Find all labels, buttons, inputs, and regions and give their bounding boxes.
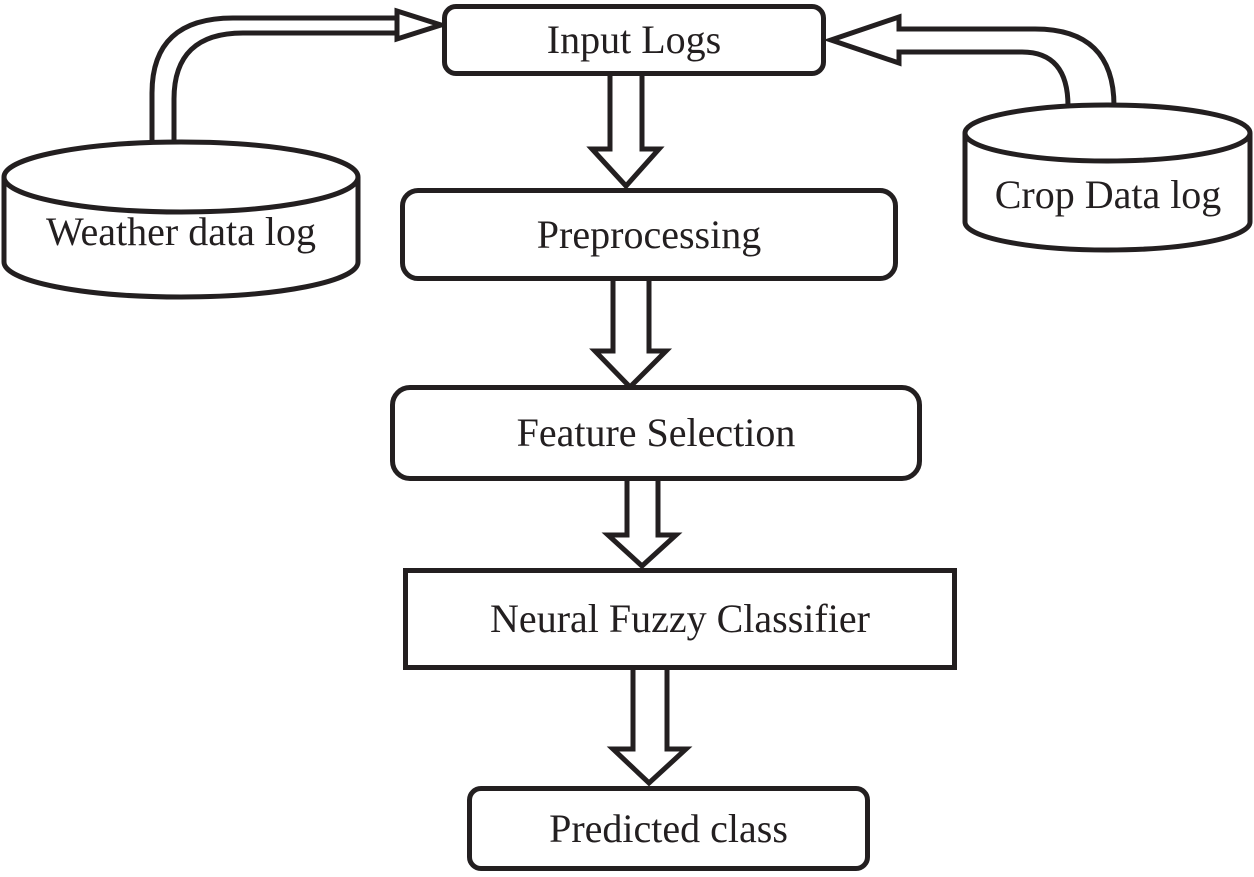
weather-database-cylinder — [1, 139, 361, 300]
down-arrow-icon — [586, 69, 665, 190]
down-arrow-icon — [606, 663, 693, 787]
node-crop-log-label: Crop Data log — [994, 172, 1222, 217]
node-preprocessing: Preprocessing — [400, 188, 898, 281]
down-arrow-icon — [601, 473, 683, 570]
crop-database-cylinder — [962, 102, 1253, 253]
node-preprocessing-label: Preprocessing — [536, 211, 762, 257]
node-feature-selection: Feature Selection — [390, 385, 922, 481]
node-predicted-class: Predicted class — [467, 786, 870, 871]
curved-arrow-from-crop-icon — [823, 13, 1117, 109]
node-input-logs: Input Logs — [442, 4, 826, 76]
node-predicted-class-label: Predicted class — [549, 805, 788, 851]
node-input-logs-label: Input Logs — [546, 17, 722, 62]
node-feature-selection-label: Feature Selection — [516, 410, 796, 455]
curved-arrow-from-weather-icon — [149, 7, 450, 144]
down-arrow-icon — [589, 273, 673, 391]
node-neural-fuzzy-classifier-label: Neural Fuzzy Classifier — [490, 596, 870, 641]
node-weather-log-label: Weather data log — [46, 209, 316, 254]
node-neural-fuzzy-classifier: Neural Fuzzy Classifier — [403, 568, 957, 670]
